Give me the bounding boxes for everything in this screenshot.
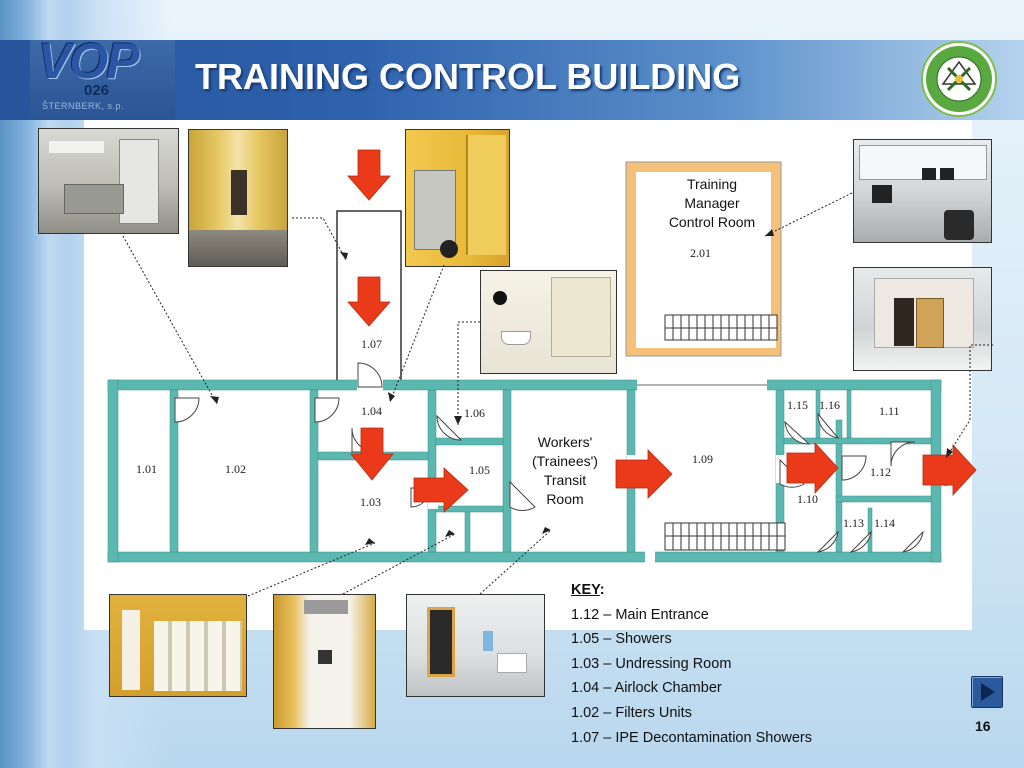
room-1-11: 1.11	[879, 404, 900, 418]
key-item: 1.03 – Undressing Room	[571, 655, 732, 672]
photo-transit-room[interactable]	[406, 594, 545, 697]
key-item: 1.07 – IPE Decontamination Showers	[571, 729, 812, 746]
room-1-13: 1.13	[843, 516, 864, 530]
room-1-14: 1.14	[874, 516, 895, 530]
photo-connectors	[122, 192, 993, 597]
training-manager-label: Training Manager Control Room	[668, 176, 756, 230]
photo-lockers[interactable]	[109, 594, 247, 697]
key-item: 1.12 – Main Entrance	[571, 606, 709, 623]
page-title: TRAINING CONTROL BUILDING	[195, 56, 741, 97]
room-1-07: 1.07	[361, 337, 382, 351]
photo-showers[interactable]	[273, 594, 376, 729]
university-seal-icon	[921, 41, 997, 117]
photo-corridor[interactable]	[188, 129, 288, 267]
logo-block	[30, 40, 175, 120]
key-title: KEY	[571, 582, 600, 598]
room-1-02: 1.02	[225, 462, 246, 476]
flow-arrows	[347, 149, 977, 513]
next-slide-button[interactable]	[971, 676, 1003, 708]
photo-undressing-room[interactable]	[480, 270, 617, 374]
legend-key: KEY: 1.12 – Main Entrance 1.05 – Showers…	[571, 578, 812, 750]
key-item: 1.04 – Airlock Chamber	[571, 680, 722, 697]
room-1-15: 1.15	[787, 398, 808, 412]
photo-filter-units[interactable]	[38, 128, 179, 234]
key-item: 1.05 – Showers	[571, 631, 672, 648]
room-1-04: 1.04	[361, 404, 382, 418]
upper-stairs	[664, 314, 778, 341]
room-1-09: 1.09	[692, 452, 713, 466]
key-item: 1.02 – Filters Units	[571, 704, 692, 721]
photo-main-entrance[interactable]	[853, 267, 992, 371]
transit-room-label: Workers' (Trainees') Transit Room	[532, 434, 598, 507]
room-1-01: 1.01	[136, 462, 157, 476]
room-1-03: 1.03	[360, 495, 381, 509]
vop-logo: VOP	[38, 33, 140, 89]
room-1-10: 1.10	[797, 492, 818, 506]
room-1-05: 1.05	[469, 463, 490, 477]
room-1-06: 1.06	[464, 406, 485, 420]
room-1-12: 1.12	[870, 465, 891, 479]
logo-company: ŠTERNBERK, s.p.	[42, 101, 125, 111]
photo-decontamination-shower[interactable]	[405, 129, 510, 267]
ground-stairs	[664, 522, 786, 551]
room-2-01: 2.01	[690, 246, 711, 260]
logo-number: 026	[84, 82, 110, 99]
photo-control-room[interactable]	[853, 139, 992, 243]
page-number: 16	[975, 718, 991, 734]
next-slide-icon	[981, 683, 995, 701]
room-1-16: 1.16	[819, 398, 840, 412]
